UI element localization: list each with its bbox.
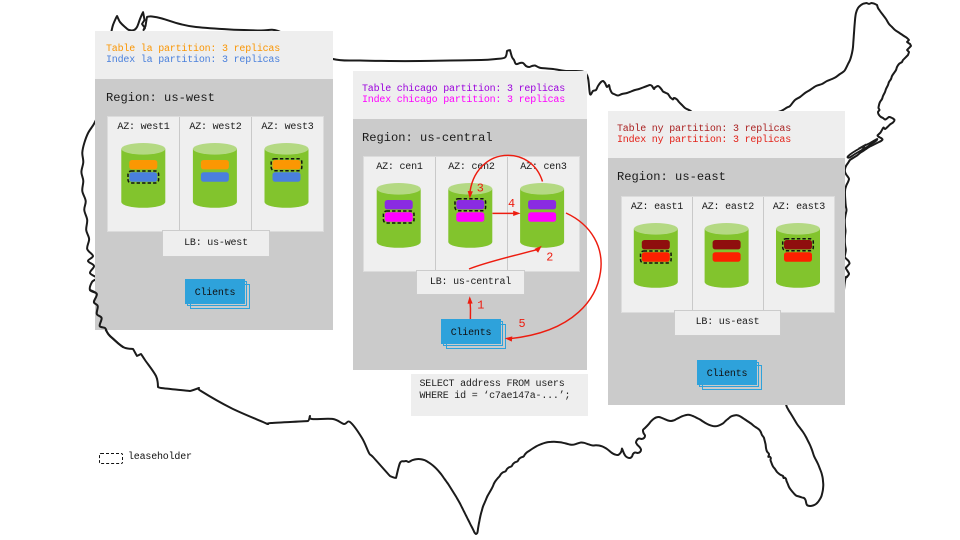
svg-text:5: 5 [519,317,526,331]
svg-text:3: 3 [477,181,484,195]
svg-text:1: 1 [477,298,484,312]
svg-text:2: 2 [546,251,553,265]
svg-text:4: 4 [508,197,515,211]
